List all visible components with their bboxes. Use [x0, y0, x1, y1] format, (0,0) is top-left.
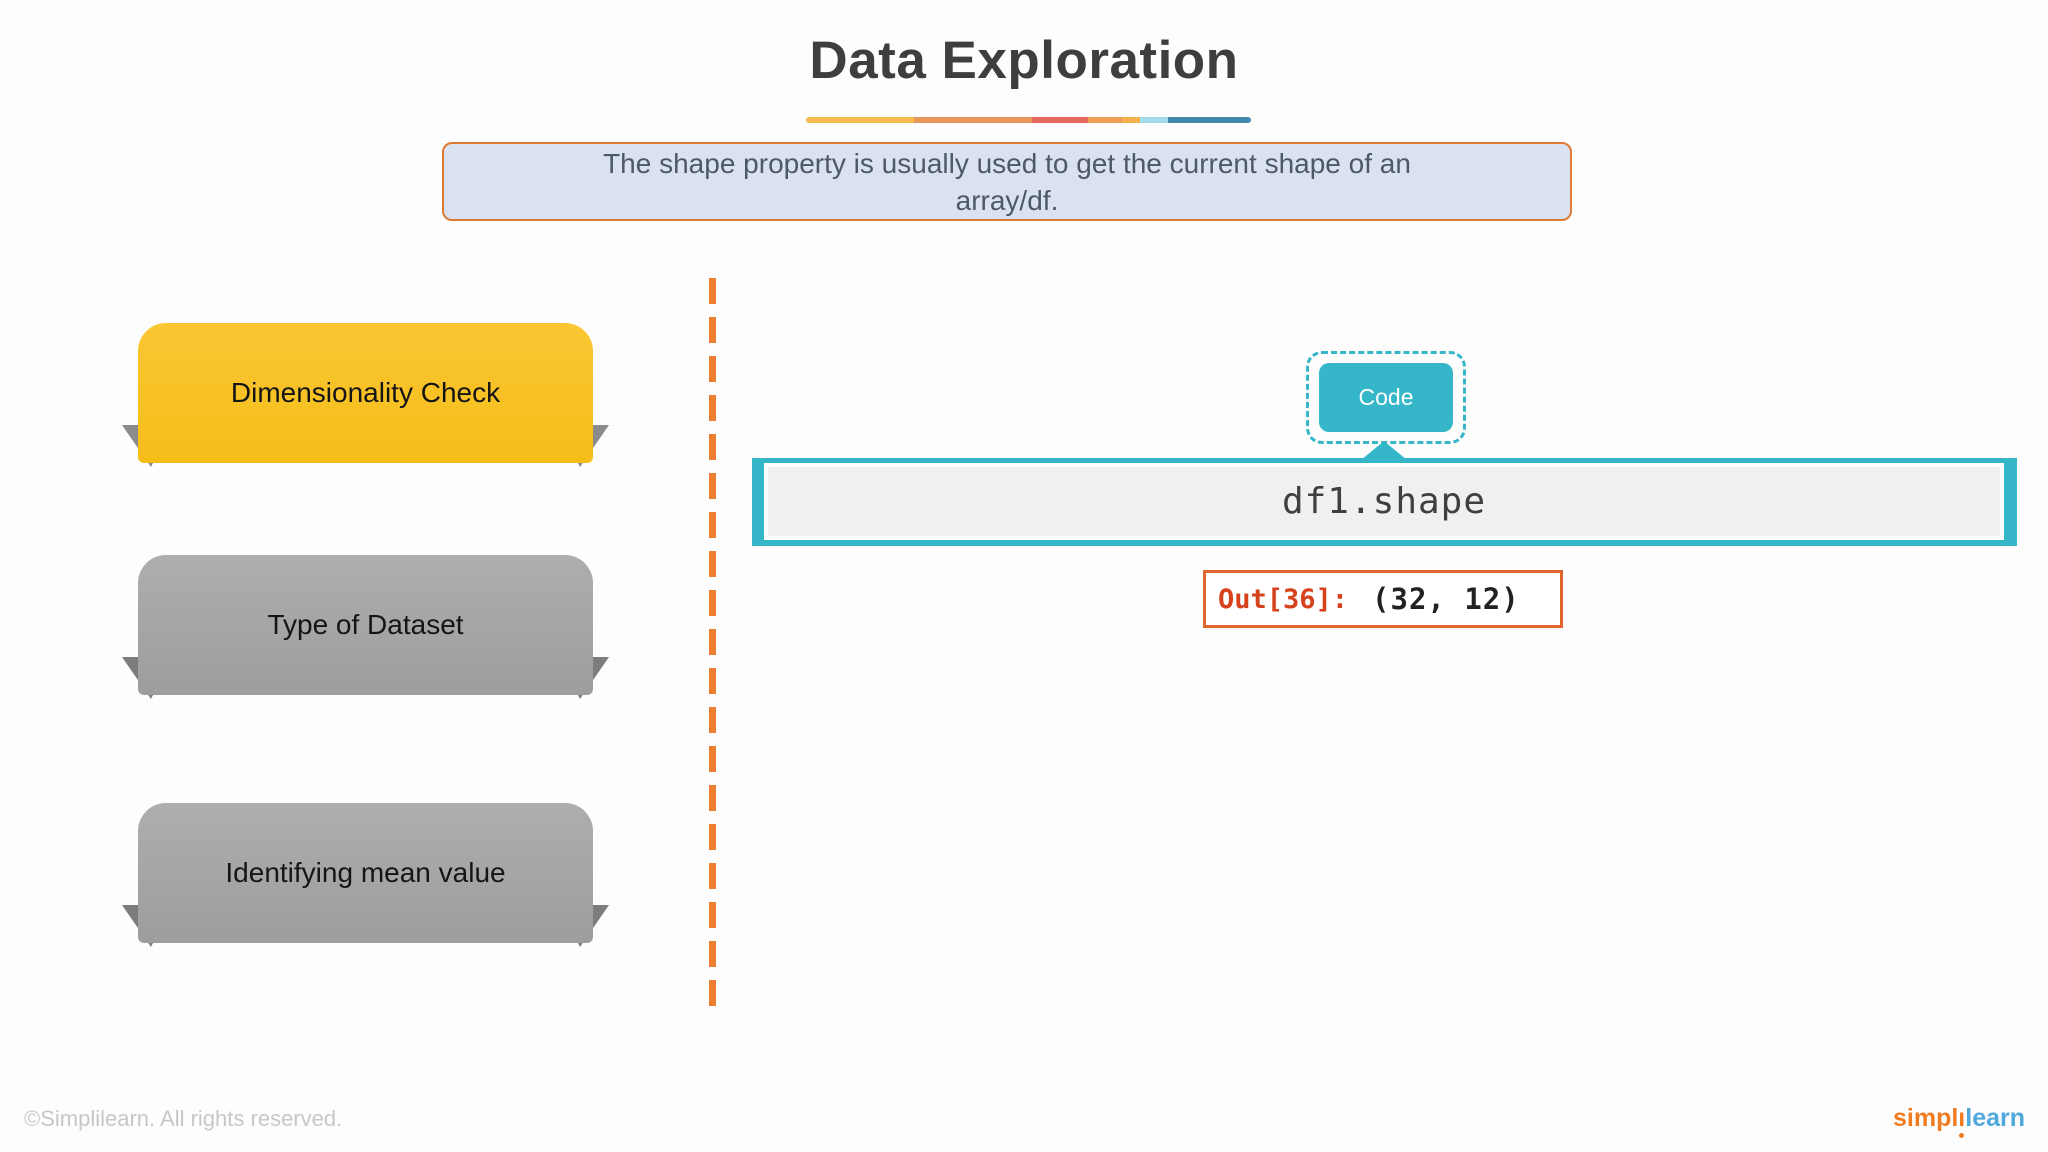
- underline-segment: [1122, 117, 1140, 123]
- subtitle-line1: The shape property is usually used to ge…: [603, 147, 1411, 179]
- logo-i-stem: ı: [1958, 1104, 1966, 1132]
- underline-segment: [1032, 117, 1088, 123]
- output-prompt: Out[36]:: [1218, 583, 1349, 615]
- copyright-text: ©Simplilearn. All rights reserved.: [24, 1106, 343, 1131]
- underline-segment: [1140, 117, 1168, 123]
- logo-text-learn: learn: [1965, 1104, 2026, 1132]
- dashed-divider: [709, 278, 716, 1018]
- code-box: df1.shape: [752, 458, 2017, 546]
- code-callout-dashed-frame: Code: [1306, 351, 1466, 444]
- code-snippet: df1.shape: [1281, 481, 1487, 522]
- output-value: (32, 12): [1372, 582, 1520, 616]
- output-box: Out[36]: (32, 12): [1203, 570, 1563, 628]
- underline-segment: [1088, 117, 1122, 123]
- topic-identifying-mean-value: Identifying mean value: [122, 803, 609, 947]
- callout-pointer-triangle: [1361, 441, 1407, 460]
- underline-segment: [914, 117, 1032, 123]
- logo-i-dot: [1959, 1133, 1965, 1138]
- topic-label: Dimensionality Check: [230, 377, 501, 408]
- topic-label: Identifying mean value: [225, 857, 506, 888]
- logo-text-simpl: simpl: [1893, 1104, 1959, 1132]
- topic-ribbon: Type of Dataset: [138, 555, 593, 695]
- subtitle-line2: array/df.: [955, 184, 1059, 216]
- underline-segment: [1168, 117, 1251, 123]
- simplilearn-logo: simpl ı learn: [1893, 1104, 2026, 1138]
- topic-ribbon: Identifying mean value: [138, 803, 593, 943]
- page-title: Data Exploration: [809, 31, 1239, 90]
- topic-type-of-dataset: Type of Dataset: [122, 555, 609, 699]
- underline-segment: [806, 117, 914, 123]
- topic-ribbon: Dimensionality Check: [138, 323, 593, 463]
- code-badge: Code: [1319, 363, 1453, 432]
- title-underline: [806, 117, 1251, 123]
- logo-i-glyph: ı: [1958, 1104, 1966, 1138]
- topic-label: Type of Dataset: [267, 609, 464, 640]
- subtitle-banner: The shape property is usually used to ge…: [442, 142, 1572, 221]
- topic-dimensionality-check: Dimensionality Check: [122, 323, 609, 467]
